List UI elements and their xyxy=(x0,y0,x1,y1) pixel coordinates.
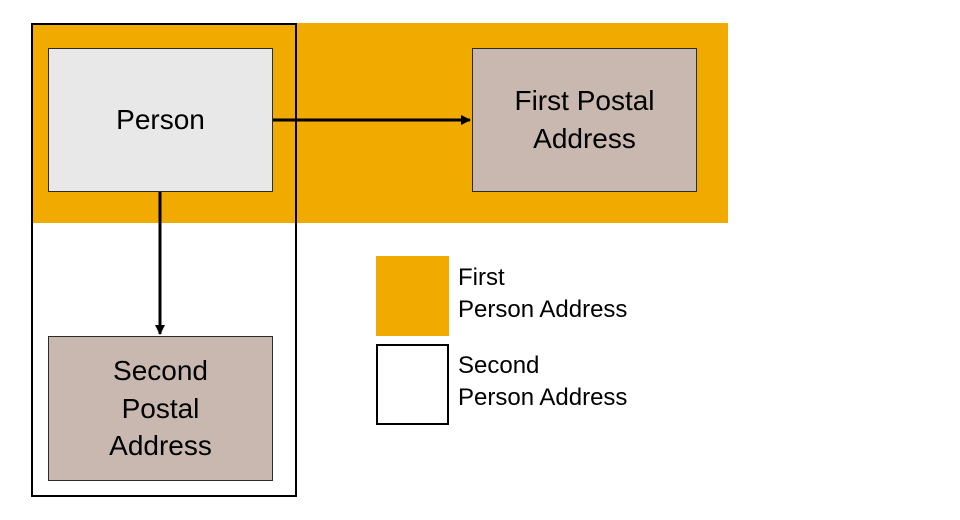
legend-second-line1: Second xyxy=(458,352,540,379)
legend-text-second: Second Person Address xyxy=(458,350,627,414)
legend-first-line1: First xyxy=(458,264,505,291)
legend-swatch-first xyxy=(376,256,449,336)
person-node: Person xyxy=(48,48,273,192)
legend-second-line2: Person Address xyxy=(458,384,628,411)
legend-text-first: First Person Address xyxy=(458,262,627,326)
legend-swatch-second xyxy=(376,344,449,425)
second-postal-address-label: Second Postal Address xyxy=(109,354,212,462)
first-postal-address-label: First Postal Address xyxy=(514,85,655,154)
first-postal-address-node: First Postal Address xyxy=(472,48,697,192)
second-person-address-region xyxy=(31,23,297,497)
legend-first-line2: Person Address xyxy=(458,296,628,323)
person-label: Person xyxy=(116,104,205,136)
second-postal-address-node: Second Postal Address xyxy=(48,336,273,481)
